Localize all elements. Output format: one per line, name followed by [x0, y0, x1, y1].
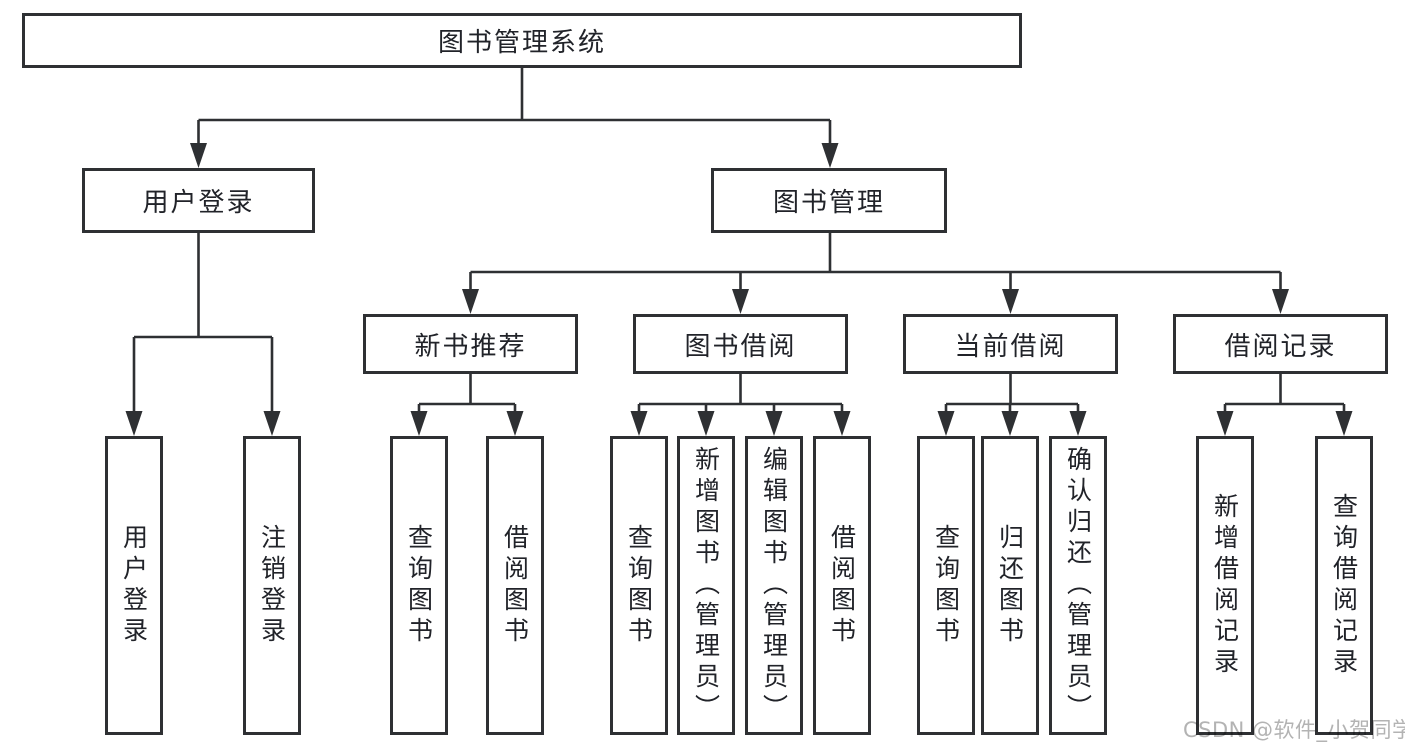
leaf-query-books-borrow: 查询图书 — [610, 436, 668, 735]
leaf-add-book-admin: 新增图书（管理员） — [677, 436, 735, 735]
leaf-add-borrow-record: 新增借阅记录 — [1196, 436, 1254, 735]
leaf-edit-book-admin: 编辑图书（管理员） — [745, 436, 803, 735]
node-borrow-records: 借阅记录 — [1173, 314, 1388, 374]
connector-lines — [132, 68, 1346, 414]
node-current-borrow: 当前借阅 — [903, 314, 1118, 374]
leaf-borrow-books: 借阅图书 — [813, 436, 871, 735]
leaf-return-books: 归还图书 — [981, 436, 1039, 735]
arrowhead-icons — [125, 143, 1353, 436]
csdn-watermark: CSDN @软件_小贺同学 — [1183, 718, 1405, 742]
node-new-book-recommend: 新书推荐 — [363, 314, 578, 374]
node-book-borrow: 图书借阅 — [633, 314, 848, 374]
leaf-query-books-recommend: 查询图书 — [390, 436, 448, 735]
leaf-borrow-books-recommend: 借阅图书 — [486, 436, 544, 735]
node-root: 图书管理系统 — [22, 13, 1022, 68]
node-book-management: 图书管理 — [711, 168, 947, 233]
leaf-query-borrow-record: 查询借阅记录 — [1315, 436, 1373, 735]
node-user-login: 用户登录 — [82, 168, 315, 233]
leaf-logout: 注销登录 — [243, 436, 301, 735]
leaf-query-books-current: 查询图书 — [917, 436, 975, 735]
leaf-user-login: 用户登录 — [105, 436, 163, 735]
leaf-confirm-return-admin: 确认归还（管理员） — [1049, 436, 1107, 735]
